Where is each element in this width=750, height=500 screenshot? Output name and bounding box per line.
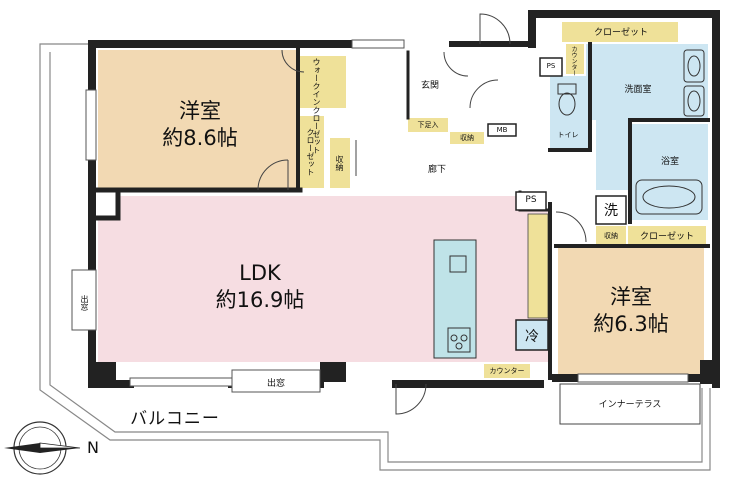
shoe-storage-fill	[408, 118, 448, 132]
bay-window-bottom-label: 出窓	[266, 379, 285, 389]
kitchen-cabinet	[527, 213, 549, 319]
walkin-closet-label: ウォークインクローゼット	[312, 58, 321, 154]
counter-kitchen-fill	[484, 364, 530, 378]
ldk-name: LDK	[239, 261, 281, 285]
inner-terrace-outline	[559, 383, 701, 425]
bathroom-floor	[632, 124, 708, 220]
western-room-2-size: 約6.3帖	[593, 312, 669, 336]
western-room-1-size: 約8.6帖	[162, 126, 238, 150]
washer-box	[595, 195, 627, 225]
north-label: N	[87, 438, 99, 457]
counter-kitchen-label: カウンター	[489, 367, 525, 375]
door-swings	[257, 13, 587, 415]
counter-wash-fill	[566, 44, 584, 74]
closet-top-label: クローゼット	[593, 28, 648, 38]
closet-w2-fill	[628, 226, 706, 246]
western-room-1-name: 洋室	[179, 99, 221, 123]
mb-box	[487, 123, 517, 137]
bathroom-label: 浴室	[660, 157, 679, 167]
hallway-label: 廊下	[427, 165, 446, 175]
western-room-2-floor	[558, 246, 704, 374]
balcony-outline	[39, 43, 711, 471]
closet-w2-label: クローゼット	[639, 232, 694, 242]
closet-top-fill	[562, 22, 678, 42]
toilet-label: トイレ	[557, 131, 579, 139]
windows	[71, 39, 689, 393]
ent-storage-label: 収納	[460, 134, 474, 142]
pillar-2	[92, 362, 116, 384]
walkin-closet-fill	[300, 56, 346, 108]
closet-w1-fill	[300, 116, 324, 188]
pillar-1	[320, 362, 346, 382]
ps-ldk-box	[515, 191, 547, 211]
western-room-2-label: 洋室 約6.3帖	[566, 284, 696, 338]
ps-top-box	[539, 57, 563, 77]
storage-hall-fill	[330, 138, 350, 188]
western-room-1-label: 洋室 約8.6帖	[120, 98, 280, 152]
toilet-floor	[550, 76, 588, 150]
pillar-3	[700, 360, 718, 384]
shoe-storage-label: 下足入	[417, 121, 439, 129]
balcony-label: バルコニー	[130, 409, 220, 429]
western-room-2-name: 洋室	[610, 285, 652, 309]
compass-icon	[4, 421, 81, 475]
fridge-label: 冷	[525, 329, 539, 345]
ps-top-label: PS	[546, 62, 556, 70]
storage-hall-label: 収納	[335, 155, 344, 171]
fixtures	[433, 49, 705, 359]
washroom-label: 洗面室	[624, 85, 652, 95]
storage-w2-label: 収納	[604, 232, 618, 240]
washer-label: 洗	[604, 203, 618, 219]
washroom-floor-2	[596, 120, 628, 190]
ldk-label: LDK 約16.9帖	[180, 260, 340, 314]
counter-wash-label: カウンター	[570, 46, 577, 76]
closet-w1-label: クローゼット	[306, 128, 315, 176]
entrance-label: 玄関	[420, 81, 439, 91]
mb-label: MB	[496, 126, 508, 134]
fridge-box	[515, 319, 549, 351]
western-room-1-floor	[98, 50, 298, 188]
bay-window-left-label: 出窓	[80, 295, 89, 311]
storage-w2-fill	[596, 226, 626, 246]
inner-terrace-label: インナーテラス	[598, 400, 662, 410]
ps-ldk-label: PS	[525, 195, 537, 205]
ldk-size: 約16.9帖	[215, 288, 305, 312]
ent-storage-fill	[450, 132, 484, 144]
